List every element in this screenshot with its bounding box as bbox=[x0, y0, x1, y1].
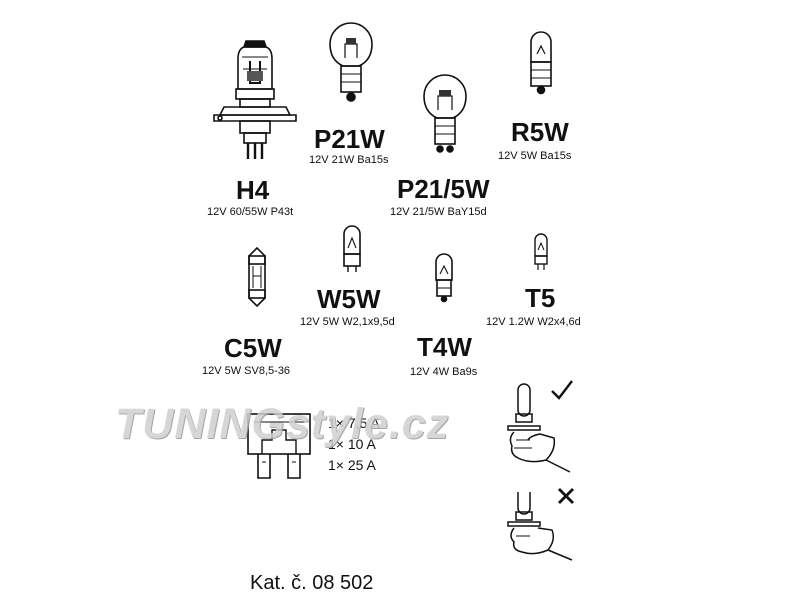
p21w-bulb-icon bbox=[329, 22, 373, 102]
watermark: TUNINGstyle.cz bbox=[115, 400, 450, 448]
w5w-bulb-icon bbox=[343, 225, 361, 272]
bulb-name-c5w: C5W bbox=[224, 333, 282, 363]
fuse-rating-25a: 1× 25 A bbox=[328, 457, 376, 473]
bulb-name-p21w: P21W bbox=[314, 124, 385, 154]
bulb-spec-r5w: 12V 5W Ba15s bbox=[498, 150, 572, 162]
r5w-bulb-icon bbox=[530, 31, 552, 95]
bulb-name-h4: H4 bbox=[236, 175, 270, 205]
bulb-name-r5w: R5W bbox=[511, 117, 569, 147]
bulb-name-t4w: T4W bbox=[417, 332, 472, 362]
bulb-spec-c5w: 12V 5W SV8,5-36 bbox=[202, 365, 291, 377]
bulb-spec-w5w: 12V 5W W2,1x9,5d bbox=[300, 316, 395, 328]
fuse-icon bbox=[247, 413, 311, 479]
t4w-bulb-icon bbox=[435, 253, 453, 303]
c5w-bulb-icon bbox=[248, 246, 266, 308]
catalog-number: Kat. č. 08 502 bbox=[250, 572, 374, 594]
bulb-spec-p21-5w: 12V 21/5W BaY15d bbox=[390, 206, 487, 218]
correct-handling-illustration bbox=[507, 383, 571, 473]
p21-5w-bulb-icon bbox=[423, 74, 467, 153]
bulb-spec-p21w: 12V 21W Ba15s bbox=[309, 154, 389, 166]
fuse-rating-7-5a: 1× 7,5 A bbox=[328, 415, 380, 431]
fuse-rating-10a: 1× 10 A bbox=[328, 436, 376, 452]
check-mark-icon bbox=[551, 380, 573, 400]
cross-mark-icon bbox=[558, 488, 574, 504]
bulb-name-w5w: W5W bbox=[317, 284, 381, 314]
wrong-handling-illustration bbox=[507, 492, 573, 561]
bulb-spec-h4: 12V 60/55W P43t bbox=[207, 206, 294, 218]
t5-bulb-icon bbox=[534, 233, 548, 270]
h4-bulb-icon bbox=[213, 40, 297, 159]
bulb-spec-t4w: 12V 4W Ba9s bbox=[410, 366, 478, 378]
bulb-spec-t5: 12V 1.2W W2x4,6d bbox=[486, 316, 581, 328]
bulb-name-p21-5w: P21/5W bbox=[397, 174, 490, 204]
bulb-name-t5: T5 bbox=[525, 283, 556, 313]
